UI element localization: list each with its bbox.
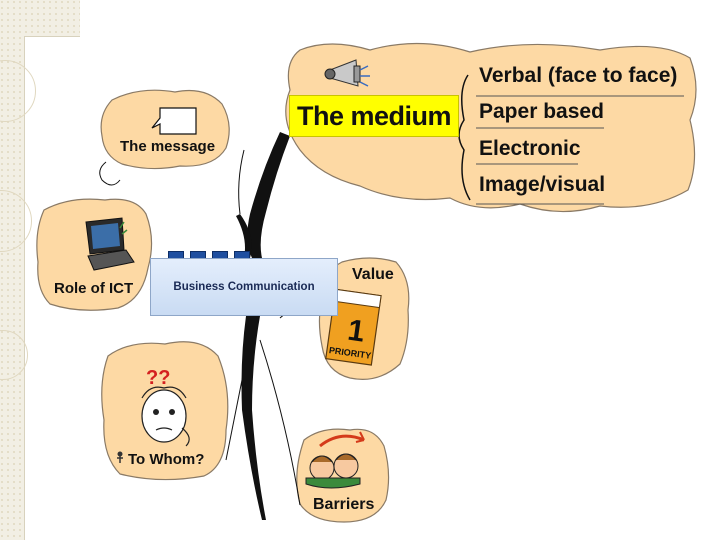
medium-item-verbal: Verbal (face to face) [479,64,678,87]
branch-message: The message [120,138,216,155]
priority-calendar-icon: 1 PRIORITY [325,288,382,366]
medium-item-image: Image/visual [479,173,606,196]
medium-item-paper: Paper based [479,100,604,123]
slide-border-left [24,36,25,540]
note-icon [151,107,197,135]
branch-ict: Role of ICT [54,280,134,297]
megaphone-icon [324,59,370,87]
branch-whom: To Whom? [128,451,205,468]
medium-title: The medium [296,100,452,131]
branch-value: Value [352,266,394,283]
person-small-icon [117,451,123,463]
confused-person-icon: ?? [141,367,190,447]
medium-title-box: The medium [289,95,459,137]
medium-item-electronic: Electronic [479,137,581,160]
confused-question-marks: ?? [146,367,170,389]
central-topic-label: Business Communication [173,281,315,293]
mind-map-trunk-left [236,214,252,258]
people-icon [305,431,365,489]
slide-border-top [24,36,80,37]
branch-barriers: Barriers [313,496,375,513]
mind-map-trunk [247,132,290,258]
medium-brace [458,74,471,201]
medium-underlines [476,95,684,205]
laptop-icon [85,217,135,271]
mind-map-trunk-lower [241,316,266,520]
cloud-medium [285,42,697,213]
priority-number: 1 [346,314,367,349]
central-topic: Business Communication [150,258,338,316]
